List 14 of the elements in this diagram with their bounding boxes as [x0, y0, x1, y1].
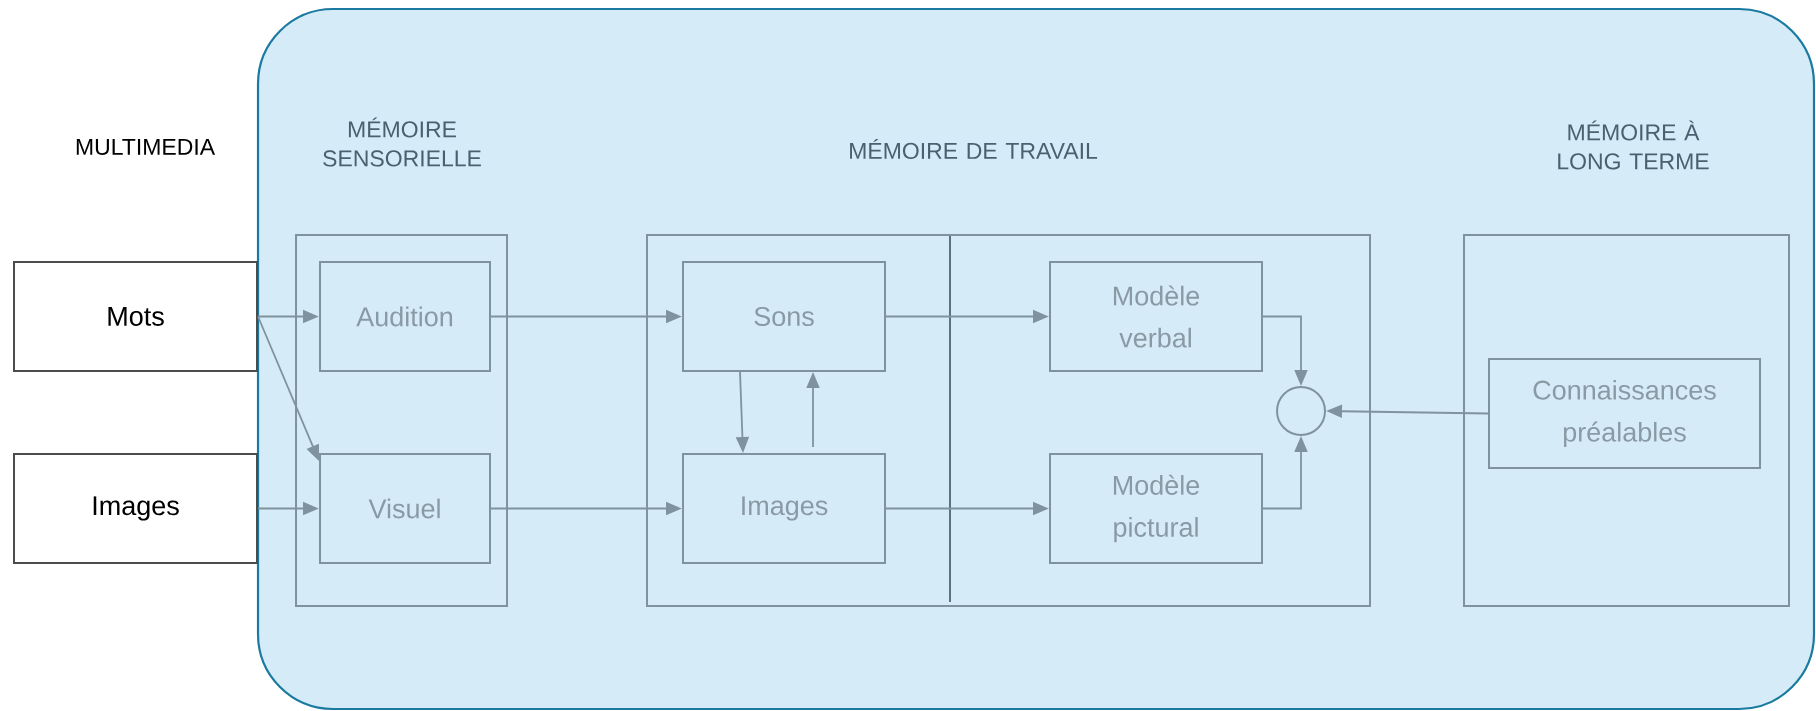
group-heading: MÉMOIRE SENSORIELLE [323, 117, 481, 167]
process-box: Audition [319, 261, 491, 372]
process-box: Modèle pictural [1049, 453, 1263, 564]
junction-circle [1276, 386, 1326, 436]
process-box: Connaissances préalables [1488, 358, 1761, 469]
process-box: Images [682, 453, 886, 564]
process-box: Visuel [319, 453, 491, 564]
process-box: Sons [682, 261, 886, 372]
group-heading: MÉMOIRE DE TRAVAIL [850, 138, 1098, 160]
input-box: Images [13, 453, 258, 564]
group-heading: MÉMOIRE À LONG TERME [1558, 120, 1709, 170]
input-box: Mots [13, 261, 258, 372]
heading: MULTIMEDIA [76, 138, 216, 155]
process-box: Modèle verbal [1049, 261, 1263, 372]
